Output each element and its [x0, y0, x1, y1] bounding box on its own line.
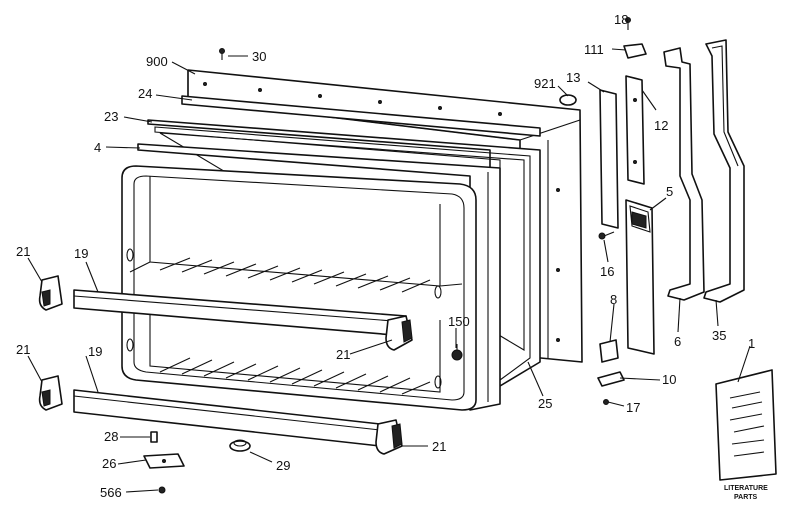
- callout-21-upper-left: 21: [16, 244, 30, 259]
- literature-booklet: [715, 369, 777, 481]
- callout-13: 13: [566, 70, 580, 85]
- screw-30: [219, 48, 225, 60]
- callout-566: 566: [100, 485, 122, 500]
- callout-111: 111: [584, 42, 604, 57]
- end-cap-lower-right: [375, 419, 403, 455]
- callout-900: 900: [146, 54, 168, 69]
- callout-1: 1: [748, 336, 755, 351]
- plug-29: [229, 439, 251, 452]
- end-cap-upper-right: [385, 315, 413, 351]
- screw-566: [158, 486, 166, 494]
- callout-29: 29: [276, 458, 290, 473]
- literature-label-line2: PARTS: [734, 494, 758, 501]
- handle-35: [703, 39, 745, 303]
- screw-150: [451, 344, 463, 361]
- bracket-111: [623, 43, 647, 59]
- callout-10: 10: [662, 372, 676, 387]
- callout-17: 17: [626, 400, 640, 415]
- callout-28: 28: [104, 429, 118, 444]
- leader-lines: [27, 17, 751, 493]
- callout-18: 18: [614, 12, 628, 27]
- plate-10: [597, 371, 625, 387]
- hinge-channel-13: [599, 89, 619, 229]
- callout-921: 921: [534, 76, 556, 91]
- shim-8: [599, 339, 619, 363]
- callout-150: 150: [448, 314, 470, 329]
- plate-26: [143, 453, 185, 469]
- callout-23: 23: [104, 109, 118, 124]
- callout-21-upper-right: 21: [336, 347, 350, 362]
- callout-12: 12: [654, 118, 668, 133]
- callout-19-upper: 19: [74, 246, 88, 261]
- callout-19-lower: 19: [88, 344, 102, 359]
- callout-21-lower-right: 21: [432, 439, 446, 454]
- literature-label-line1: LITERATURE: [724, 485, 768, 492]
- handle-6: [663, 47, 705, 301]
- callout-6: 6: [674, 334, 681, 349]
- screw-16: [598, 231, 615, 240]
- plug-921: [559, 94, 577, 106]
- callout-4: 4: [94, 140, 101, 155]
- callout-21-lower-left: 21: [16, 342, 30, 357]
- door-liner-frame: [137, 143, 501, 411]
- callout-30: 30: [252, 49, 266, 64]
- callout-26: 26: [102, 456, 116, 471]
- clip-28: [150, 431, 158, 443]
- end-cap-upper-left: [38, 275, 63, 311]
- callout-25: 25: [538, 396, 552, 411]
- callout-labels: 18 111 900 30 921 13 24 12 23 4 5 16 21 …: [16, 12, 768, 501]
- callout-16: 16: [600, 264, 614, 279]
- handle-bracket-5: [625, 199, 655, 355]
- hinge-bracket-12: [625, 75, 645, 185]
- callout-5: 5: [666, 184, 673, 199]
- callout-24: 24: [138, 86, 152, 101]
- end-cap-lower-left: [38, 375, 63, 411]
- top-breaker-strip: [181, 95, 541, 137]
- callout-8: 8: [610, 292, 617, 307]
- screw-17: [603, 399, 609, 405]
- callout-35: 35: [712, 328, 726, 343]
- inner-door-liner: [121, 165, 477, 411]
